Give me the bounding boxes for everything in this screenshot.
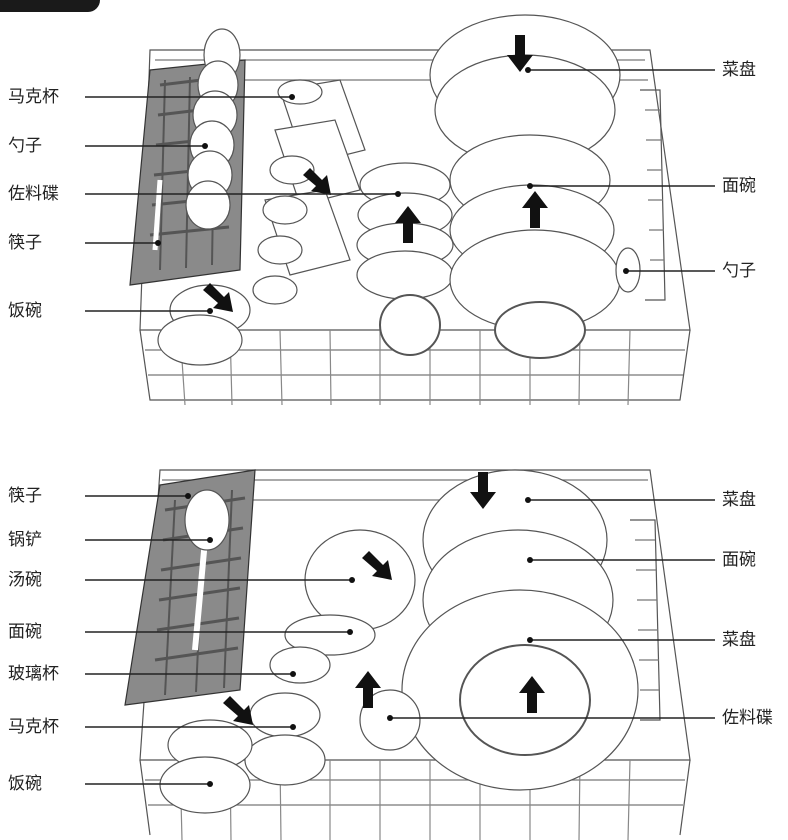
callout-leader-lines — [85, 67, 715, 787]
leader-dot — [202, 143, 208, 149]
label-rice-bowl: 饭碗 — [8, 301, 42, 321]
label-spatula: 锅铲 — [8, 530, 42, 550]
plates-and-bowls — [429, 14, 621, 359]
bottom-rack-drawing — [124, 469, 691, 840]
soup-bowl-glass — [244, 529, 416, 786]
label-spoon: 勺子 — [8, 136, 42, 156]
leader-dot — [290, 671, 296, 677]
label-condiment-dish: 佐料碟 — [8, 184, 59, 204]
leader-dot — [207, 537, 213, 543]
arrow-down-icon — [470, 472, 496, 509]
leader-dot — [387, 715, 393, 721]
leader-dot — [290, 724, 296, 730]
mugs — [252, 79, 366, 305]
label-noodle-bowl-bottom-right: 面碗 — [722, 550, 756, 570]
leader-dot — [207, 308, 213, 314]
label-spoon-right: 勺子 — [722, 261, 756, 281]
label-noodle-bowl-bottom: 面碗 — [8, 622, 42, 642]
leader-dot — [155, 240, 161, 246]
label-chopsticks-bottom: 筷子 — [8, 486, 42, 506]
label-mug: 马克杯 — [8, 87, 59, 107]
leader-dot — [349, 577, 355, 583]
label-glass: 玻璃杯 — [8, 664, 59, 684]
leader-dot — [395, 191, 401, 197]
leader-dot — [525, 67, 531, 73]
label-mug-bottom: 马克杯 — [8, 717, 59, 737]
top-rack-drawing — [129, 14, 691, 406]
arrow-down-icon — [507, 35, 533, 72]
leader-dot — [527, 557, 533, 563]
bottom-plates — [359, 469, 639, 791]
arrow-diagonal-icon — [362, 551, 392, 580]
bottom-cutlery-tray — [124, 469, 256, 706]
label-condiment-dish-bottom: 佐料碟 — [722, 708, 773, 728]
bottom-rice-bowls — [159, 719, 253, 814]
leader-dot — [185, 493, 191, 499]
label-noodle-bowl: 面碗 — [722, 176, 756, 196]
leader-dot — [289, 94, 295, 100]
side-dishes — [356, 162, 454, 356]
label-rice-bowl-bottom: 饭碗 — [8, 774, 42, 794]
arrow-diagonal-icon — [223, 696, 253, 725]
leader-dot — [347, 629, 353, 635]
arrow-diagonal-icon — [203, 283, 233, 312]
arrow-up-icon — [355, 671, 381, 708]
leader-dot — [525, 497, 531, 503]
arrow-up-icon — [522, 191, 548, 228]
label-dinner-plate: 菜盘 — [722, 60, 756, 80]
leader-dot — [527, 183, 533, 189]
arrow-up-icon — [395, 206, 421, 243]
leader-dot — [527, 637, 533, 643]
leader-dot — [623, 268, 629, 274]
leader-dot — [207, 781, 213, 787]
arrow-diagonal-icon — [303, 168, 331, 195]
label-chopsticks: 筷子 — [8, 233, 42, 253]
loading-arrows — [203, 35, 548, 725]
label-dinner-plate-bottom: 菜盘 — [722, 490, 756, 510]
label-dinner-plate-large: 菜盘 — [722, 630, 756, 650]
rice-bowls — [157, 284, 251, 366]
label-soup-bowl: 汤碗 — [8, 570, 42, 590]
arrow-up-icon — [519, 676, 545, 713]
corner-tab — [0, 0, 100, 12]
